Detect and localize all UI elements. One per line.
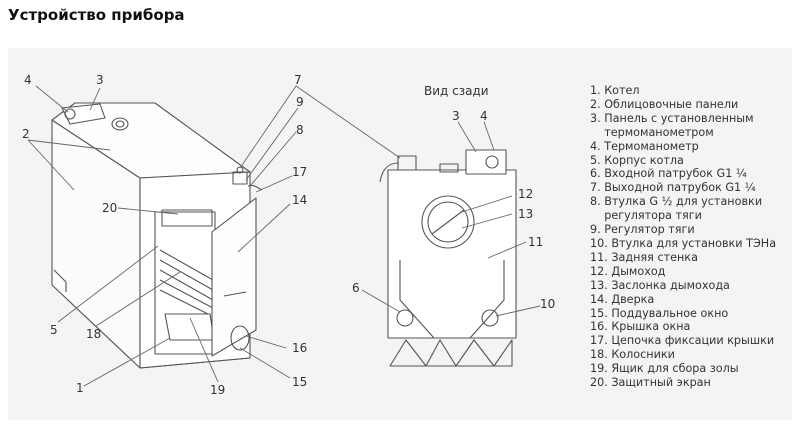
top-port	[111, 117, 129, 131]
protective-screen	[161, 209, 213, 227]
callout-label: 4	[24, 73, 32, 87]
callout-label: 9	[296, 95, 304, 109]
top-panel	[51, 102, 251, 179]
callout-label: 3	[452, 109, 460, 123]
legend-item: 5. Корпус котла	[590, 153, 684, 167]
legend-item: регулятора тяги	[590, 209, 702, 223]
legend-item: 12. Дымоход	[590, 264, 666, 278]
callout-label: 11	[528, 235, 543, 249]
callout-label: 14	[292, 193, 307, 207]
callout-label: 15	[292, 375, 307, 389]
rear-callout-labels: 3 4 12 13 11 6 10	[352, 109, 555, 311]
legend-item: 9. Регулятор тяги	[590, 223, 695, 237]
base-foot	[53, 269, 67, 292]
rear-view-boiler	[379, 149, 517, 367]
legend-item: 10. Втулка для установки ТЭНа	[590, 236, 777, 250]
callout-label: 10	[540, 297, 555, 311]
legend-item: термоманометром	[590, 125, 714, 139]
legend-item: 18. Колосники	[590, 348, 675, 362]
legend-item: 11. Задняя стенка	[590, 250, 698, 264]
callout-label: 2	[22, 127, 30, 141]
callout-label: 18	[86, 327, 101, 341]
heater-port	[481, 309, 499, 327]
callout-label: 4	[480, 109, 488, 123]
legend-item: 7. Выходной патрубок G1 ¼	[590, 181, 756, 195]
legend-item: 8. Втулка G ½ для установки	[590, 195, 763, 209]
callout-label: 13	[518, 207, 533, 221]
legend-item: 20. Защитный экран	[590, 376, 711, 390]
callout-label: 8	[296, 123, 304, 137]
open-door	[211, 197, 257, 357]
legend-item: 3. Панель с установленным	[590, 111, 754, 125]
inlet-port	[396, 309, 414, 327]
legend-item: 14. Дверка	[590, 292, 655, 306]
rear-outlet-pipe	[397, 155, 417, 171]
callout-label: 17	[292, 165, 307, 179]
parts-legend: 1. Котел 2. Облицовочные панели 3. Панел…	[590, 84, 776, 390]
legend-item: 15. Поддувальное окно	[590, 306, 729, 320]
chimney	[421, 195, 475, 249]
front-callout-labels: 4 3 2 7 9 8 17 20 14 5 18 16 1 19 15	[22, 73, 307, 397]
legend-item: 1. Котел	[590, 84, 640, 97]
leader-lines	[27, 85, 541, 387]
callout-label: 19	[210, 383, 225, 397]
legend-item: 17. Цепочка фиксации крышки	[590, 334, 775, 348]
front-view-boiler	[51, 102, 263, 369]
legend-item: 19. Ящик для сбора золы	[590, 362, 739, 376]
legend-item: 13. Заслонка дымохода	[590, 278, 730, 292]
callout-label: 3	[96, 73, 104, 87]
legend-item: 4. Термоманометр	[590, 139, 699, 153]
callout-label: 7	[294, 73, 302, 87]
rear-view-title: Вид сзади	[424, 84, 489, 98]
callout-label: 5	[50, 323, 58, 337]
callout-label: 1	[76, 381, 84, 395]
callout-label: 16	[292, 341, 307, 355]
callout-label: 20	[102, 201, 117, 215]
thermomanometer-icon	[64, 108, 76, 120]
page-title: Устройство прибора	[8, 6, 185, 24]
rear-base	[389, 339, 513, 367]
callout-label: 12	[518, 187, 533, 201]
legend-item: 2. Облицовочные панели	[590, 97, 739, 111]
chimney-damper	[427, 201, 469, 243]
legend-item: 16. Крышка окна	[590, 320, 691, 334]
air-window	[230, 325, 250, 351]
callout-label: 6	[352, 281, 360, 295]
grates	[159, 249, 214, 315]
legend-item: 6. Входной патрубок G1 ¼	[590, 167, 747, 181]
